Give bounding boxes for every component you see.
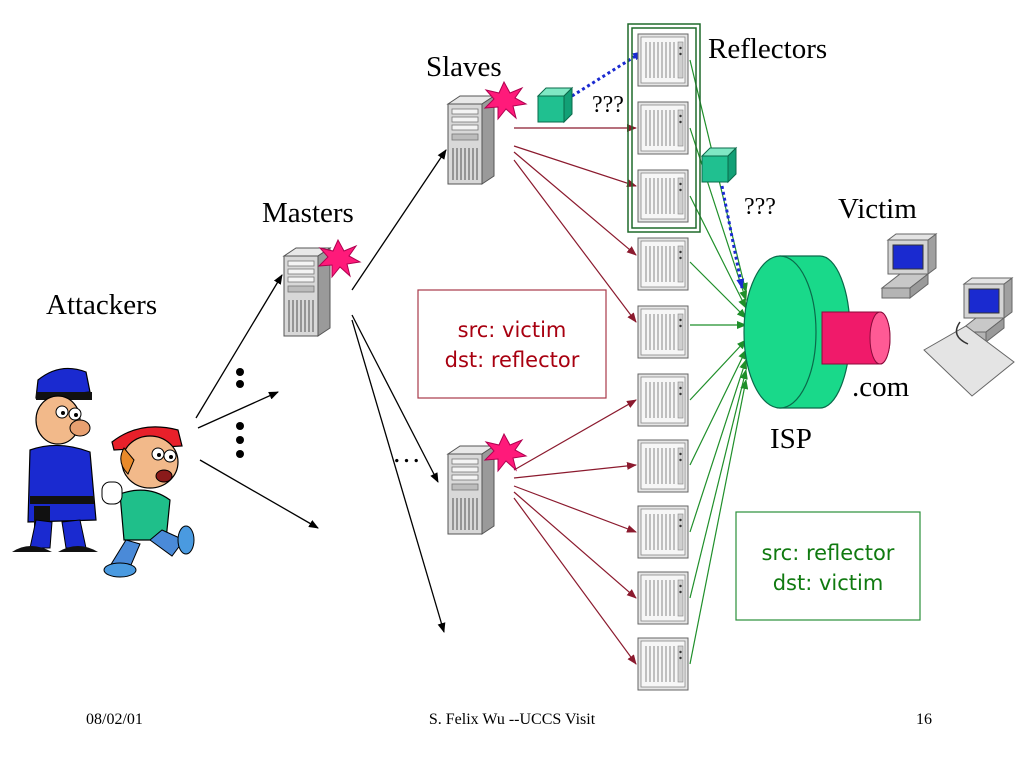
vertical-dots [236,368,244,458]
master-arrows [351,149,447,633]
policeman-figure [12,367,98,552]
master-server [283,239,361,337]
reply-packet-src: src: reflector [762,541,895,565]
reflector-highlight-box [627,23,701,233]
reflector-server [637,505,689,559]
victim-computers [881,233,1015,397]
reflector-server [637,169,689,223]
reflector-server [637,101,689,155]
label-ellipsis-slaves: … [392,437,421,469]
slave-server-top [447,81,527,185]
reflector-server [637,33,689,87]
reflector-server [637,571,689,625]
reply-packet-box: src: reflector dst: victim [735,511,921,621]
label-isp: ISP [770,423,812,455]
reflector-server [637,237,689,291]
slave-server-bottom [447,433,527,535]
label-unknown-2: ??? [744,194,776,220]
attack-packet-box: src: victim dst: reflector [417,289,607,399]
packet-cube-icon [537,87,573,123]
attack-packet-src: src: victim [458,318,567,342]
attacker-arrows [195,274,319,529]
victim-computer-icon [881,233,937,299]
reflector-server [637,305,689,359]
attack-arrows [513,124,637,665]
label-victim: Victim [838,193,917,225]
attack-packet-dst: dst: reflector [445,348,580,372]
attackers-cartoon [12,367,195,578]
packet-cube-icon [701,147,737,183]
kid-figure [101,426,195,578]
footer-date: 08/02/01 [86,711,143,728]
label-slaves: Slaves [426,51,502,83]
reply-arrows [689,59,749,665]
label-dotcom: .com [852,371,910,403]
dotted-links [571,50,745,289]
label-masters: Masters [262,197,354,229]
reflector-server [637,373,689,427]
label-unknown-1: ??? [592,92,624,118]
label-attackers: Attackers [46,289,157,321]
footer-author: S. Felix Wu --UCCS Visit [429,711,596,728]
label-reflectors: Reflectors [708,33,827,65]
footer-page: 16 [916,711,932,728]
reflector-server [637,637,689,691]
reply-packet-dst: dst: victim [773,571,884,595]
reflector-servers [637,33,689,691]
reflector-server [637,439,689,493]
isp-cylinder [743,255,891,409]
